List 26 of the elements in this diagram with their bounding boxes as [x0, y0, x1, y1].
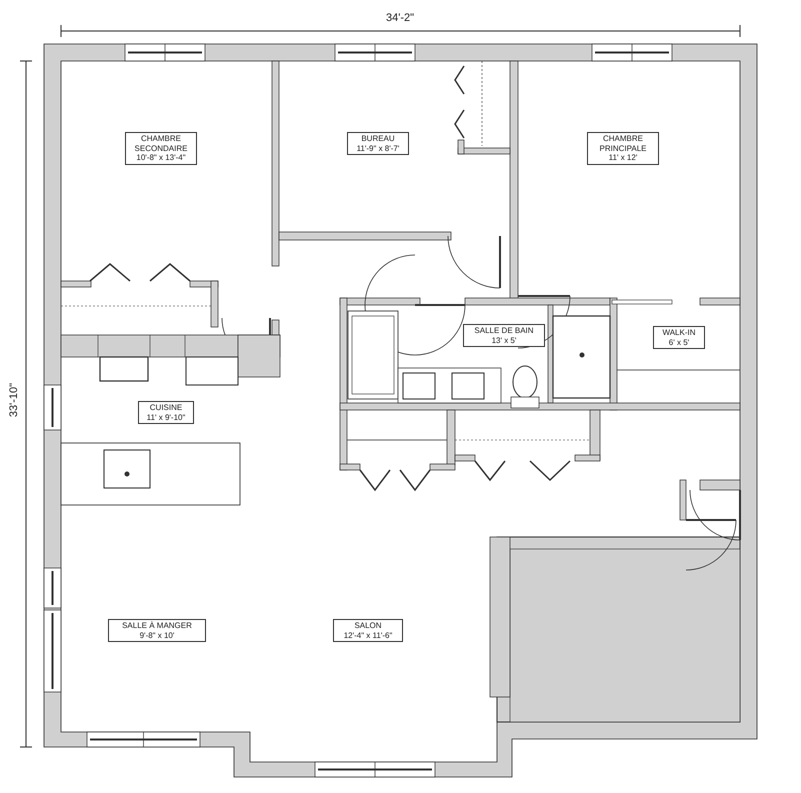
room-name: CUISINE: [150, 403, 182, 412]
room-name: CHAMBRE PRINCIPALE: [598, 134, 648, 153]
room-dimensions: 12'-4" x 11'-6": [344, 630, 392, 640]
room-dimensions: 13' x 5': [492, 336, 516, 345]
room-dimensions: 11' x 12': [608, 153, 638, 162]
room-label: [108, 619, 206, 642]
room-name: SALON: [354, 621, 382, 630]
room-label: [347, 132, 409, 155]
room-name: BUREAU: [361, 134, 395, 144]
room-dimensions: 11'-9" x 8'-7': [356, 144, 400, 153]
room-name: SALLE DE BAIN: [474, 326, 534, 336]
room-label: [125, 132, 197, 164]
room-name: CHAMBRE SECONDAIRE: [134, 134, 188, 153]
room-label: [138, 401, 194, 424]
room-label: [587, 132, 659, 164]
room-label: [653, 326, 705, 349]
room-name: WALK-IN: [662, 328, 696, 338]
room-name: SALLE À MANGER: [122, 621, 192, 630]
dimension-text: 34'-2": [386, 12, 414, 24]
room-dimensions: 11' x 9'-10": [146, 412, 186, 422]
room-dimensions: 9'-8" x 10': [140, 630, 174, 640]
dimension-text: 33'-10": [8, 382, 20, 418]
room-dimensions: 10'-8" x 13'-4": [136, 153, 186, 162]
room-dimensions: 6' x 5': [668, 338, 690, 347]
room-label: [333, 619, 403, 642]
room-label: [463, 324, 545, 347]
